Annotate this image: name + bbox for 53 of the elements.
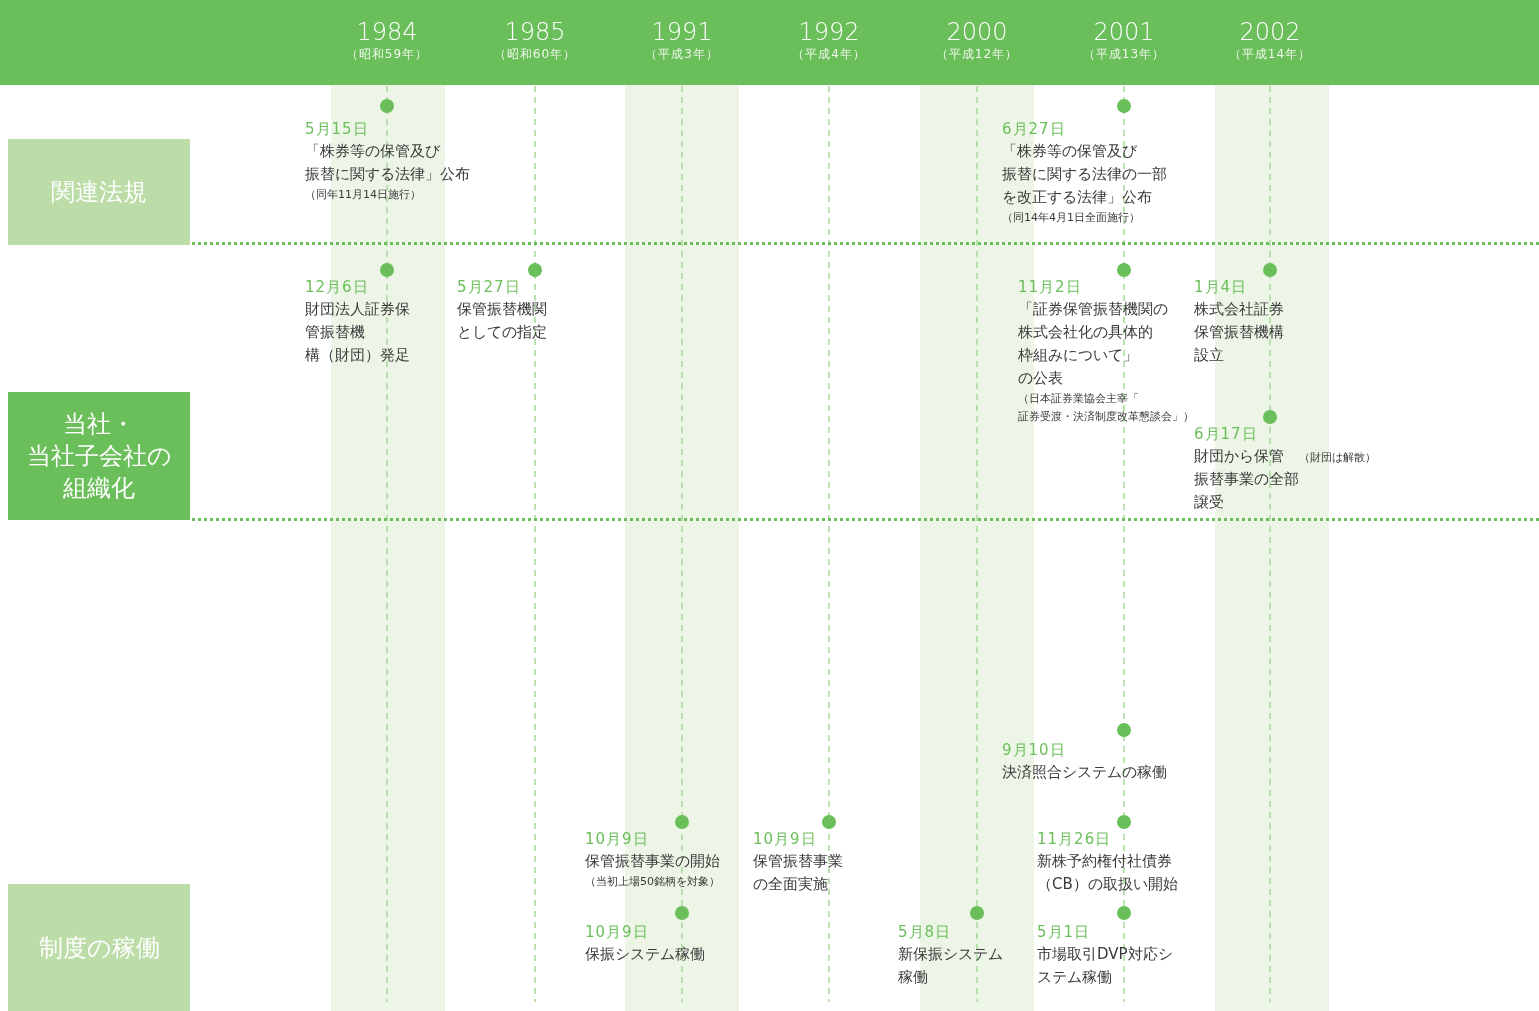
event-date: 11月26日 [1037,829,1112,850]
event-text: 株式会社証券保管振替機構設立 [1194,299,1284,366]
era-label: （平成12年） [935,46,1019,62]
year-label: 2001 [1093,18,1155,46]
event-text: 新株予約権付社債券（CB）の取扱い開始 [1037,851,1178,895]
event-text: 新保振システム稼働 [898,944,1003,988]
year-label: 1985 [504,18,566,46]
event-text: 保振システム稼働 [585,944,705,965]
era-label: （平成14年） [1228,46,1312,62]
event-date: 6月17日 [1194,424,1258,445]
event-date: 10月9日 [585,922,649,943]
era-label: （平成13年） [1082,46,1166,62]
era-label: （昭和60年） [493,46,577,62]
category-box [8,884,190,1011]
category-label: 関連法規 [51,177,147,208]
event-date: 12月6日 [305,277,369,298]
event-text: 保管振替事業の全面実施 [753,851,843,895]
event-date: 5月8日 [898,922,952,943]
event-text: 市場取引DVP対応システム稼働 [1037,944,1173,988]
event-date: 9月10日 [1002,740,1066,761]
year-label: 1992 [798,18,860,46]
event-text: 保管振替機関としての指定 [457,299,547,343]
year-label: 2002 [1239,18,1301,46]
event-date: 6月27日 [1002,119,1066,140]
era-label: （平成4年） [792,46,866,62]
event-text: 財団から保管振替事業の全部譲受 [1194,446,1299,513]
event-note: （同14年4月1日全面施行） [1002,210,1140,226]
event-text: 財団法人証券保管振替機構（財団）発足 [305,299,410,366]
year-label: 2000 [946,18,1008,46]
category-label: 制度の稼働 [38,932,160,964]
event-note: （当初上場50銘柄を対象） [585,874,720,890]
category-box [8,392,190,520]
category-label: 当社・当社子会社の組織化 [26,409,172,504]
era-label: （平成3年） [645,46,719,62]
category-box [8,139,190,245]
year-label: 1984 [356,18,418,46]
event-date: 11月2日 [1018,277,1082,298]
event-date: 10月9日 [585,829,649,850]
event-note: （日本証券業協会主宰「証券受渡・決済制度改革懇談会」） [1018,391,1194,425]
event-text: 「証券保管振替機関の株式会社化の具体的枠組みについて」の公表 [1018,299,1168,389]
event-text: 決済照合システムの稼働 [1002,762,1167,783]
event-date: 1月4日 [1194,277,1248,298]
event-date: 5月1日 [1037,922,1091,943]
event-date: 5月27日 [457,277,521,298]
era-label: （昭和59年） [345,46,429,62]
event-date: 10月9日 [753,829,817,850]
event-note: （同年11月14日施行） [305,187,421,203]
event-text: 「株券等の保管及び振替に関する法律」公布 [305,141,470,185]
year-label: 1991 [651,18,713,46]
event-text: 「株券等の保管及び振替に関する法律の一部を改正する法律」公布 [1002,141,1167,208]
event-date: 5月15日 [305,119,369,140]
event-text: 保管振替事業の開始 [585,851,720,872]
event-note: （財団は解散） [1299,450,1376,466]
